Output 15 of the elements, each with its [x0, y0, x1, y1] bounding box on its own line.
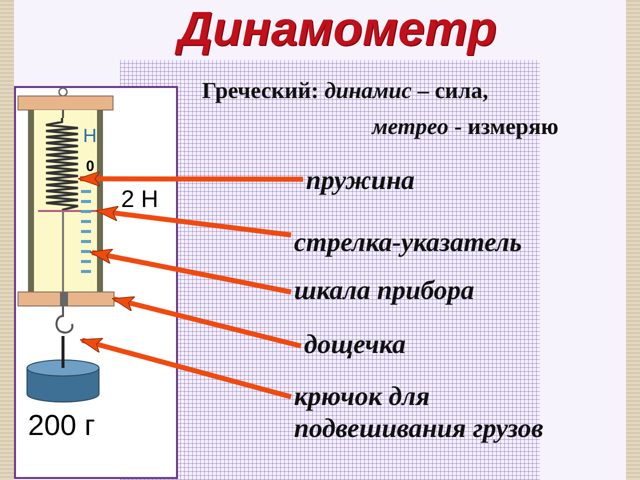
part-label: шкала прибора — [294, 274, 574, 306]
part-label: пружина — [306, 164, 506, 196]
etymology-text: Греческий: динамис – сила, — [202, 78, 488, 104]
reading-label: 2 Н — [121, 187, 158, 213]
bottom-board — [18, 292, 114, 306]
mass-label: 200 г — [28, 410, 96, 443]
part-label: крючок для подвешивания грузов — [294, 380, 584, 444]
unit-label: Н — [83, 126, 97, 148]
spring-drawing — [44, 118, 80, 210]
leader-arrow — [78, 170, 303, 187]
scale-marks — [80, 188, 92, 274]
part-label: стрелка-указатель — [294, 226, 614, 258]
etymology-text: метрео - измеряю — [372, 114, 558, 140]
scale-zero: 0 — [86, 158, 94, 175]
part-label: дощечка — [304, 328, 484, 360]
